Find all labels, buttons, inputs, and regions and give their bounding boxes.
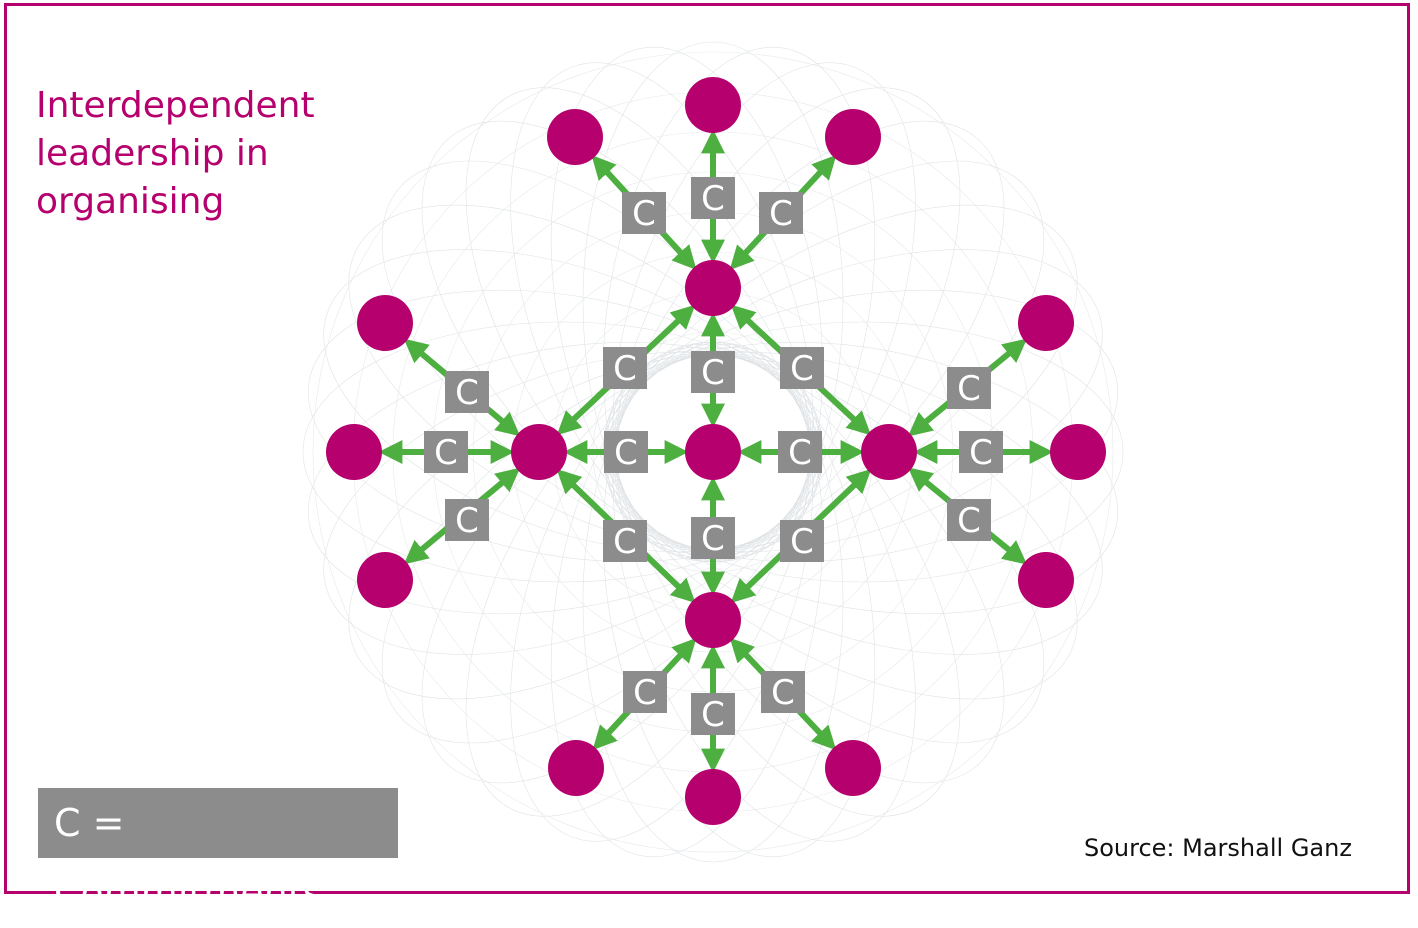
commitment-label: C: [701, 353, 725, 393]
leader-node-bottom: [685, 592, 741, 648]
commitment-label: C: [957, 501, 981, 541]
leader-node-left: [511, 424, 567, 480]
legend-commitments: C = Commitments: [38, 788, 398, 915]
leader-node-right-outer-top: [1018, 295, 1074, 351]
leader-node-left-outer-bottom: [357, 552, 413, 608]
commitment-label: C: [790, 349, 814, 389]
leader-node-right-outer: [1050, 424, 1106, 480]
commitment-label: C: [701, 519, 725, 559]
leader-node-top-outer-right: [825, 109, 881, 165]
commitment-label: C: [769, 194, 793, 234]
commitment-box-center-bottom: C: [691, 517, 735, 559]
commitment-label: C: [701, 695, 725, 735]
leader-node-top: [685, 260, 741, 316]
commitment-label: C: [613, 349, 637, 389]
commitment-box-top-right: C: [780, 347, 824, 389]
commitment-label: C: [969, 433, 993, 473]
commitment-box-center-top: C: [691, 351, 735, 393]
commitment-box-left-left-outer: C: [424, 431, 468, 473]
commitment-box-bottom-bottom-outer-right: C: [761, 671, 805, 713]
leader-node-bottom-outer-right: [825, 740, 881, 796]
commitment-box-left-left-outer-top: C: [445, 371, 489, 413]
leader-node-left-outer-top: [357, 295, 413, 351]
leader-node-right-outer-bottom: [1018, 552, 1074, 608]
diagram-title: Interdependent leadership in organising: [36, 85, 315, 222]
leader-node-center: [685, 424, 741, 480]
leader-node-bottom-outer-left: [548, 740, 604, 796]
commitment-box-center-left: C: [604, 431, 648, 473]
commitment-label: C: [614, 433, 638, 473]
leader-node-right: [861, 424, 917, 480]
commitment-label: C: [633, 673, 657, 713]
commitment-label: C: [632, 194, 656, 234]
leader-node-top-outer-left: [547, 109, 603, 165]
commitment-label: C: [790, 522, 814, 562]
leader-node-bottom-outer: [685, 769, 741, 825]
commitment-label: C: [701, 179, 725, 219]
commitment-box-center-right: C: [778, 431, 822, 473]
commitment-box-bottom-bottom-outer-left: C: [623, 671, 667, 713]
commitment-label: C: [788, 433, 812, 473]
leader-nodes: [326, 77, 1106, 825]
commitment-box-right-right-outer-top: C: [947, 367, 991, 409]
commitment-label: C: [957, 369, 981, 409]
commitment-box-top-top-outer-left: C: [622, 192, 666, 234]
source-credit: Source: Marshall Ganz: [1084, 834, 1352, 862]
commitment-box-top-left: C: [603, 347, 647, 389]
commitment-box-left-left-outer-bottom: C: [445, 499, 489, 541]
commitment-label: C: [771, 673, 795, 713]
leader-node-top-outer: [685, 77, 741, 133]
commitment-box-right-right-outer: C: [959, 431, 1003, 473]
commitment-label: C: [613, 522, 637, 562]
commitment-box-bottom-bottom-outer: C: [691, 693, 735, 735]
commitment-label: C: [455, 373, 479, 413]
commitment-box-bottom-left: C: [603, 520, 647, 562]
commitment-box-right-right-outer-bottom: C: [947, 499, 991, 541]
commitment-box-top-top-outer-right: C: [759, 192, 803, 234]
commitment-label: C: [434, 433, 458, 473]
leader-node-left-outer: [326, 424, 382, 480]
commitment-box-bottom-right: C: [780, 520, 824, 562]
commitment-box-top-top-outer: C: [691, 177, 735, 219]
commitment-label: C: [455, 501, 479, 541]
